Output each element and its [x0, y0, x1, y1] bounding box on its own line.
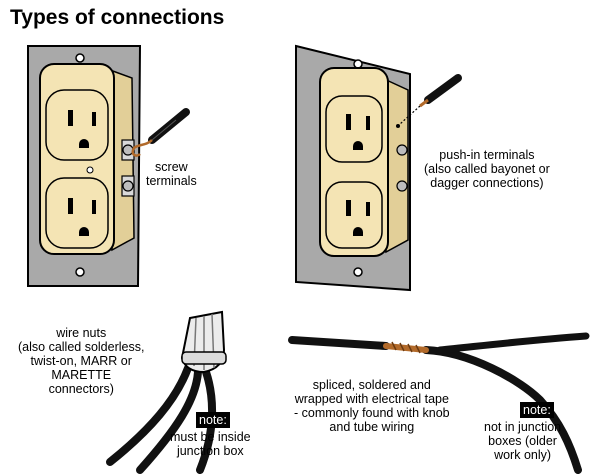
screw-terminal-receptacle [27, 45, 190, 287]
wire-nut-wire-2 [136, 368, 202, 474]
splice-wire-branch [436, 332, 590, 354]
push-in-wire [424, 74, 462, 104]
plate-screw-top-right [353, 59, 363, 69]
wire-nut-wire-1 [106, 364, 192, 466]
plate-screw-bottom-left [75, 267, 85, 277]
wire-nut-connection [106, 310, 227, 474]
plate-screw-bottom-right [353, 267, 363, 277]
wire-nuts-note-badge: note: [196, 412, 230, 428]
wire-nuts-label: wire nuts(also called solderless,twist-o… [18, 326, 145, 396]
splice-wire-left [288, 336, 390, 350]
push-in-terminals-label: push-in terminals(also called bayonet or… [424, 148, 550, 190]
splice-wire-right [422, 346, 582, 474]
push-in-receptacle [295, 44, 462, 292]
spliced-note-badge: note: [520, 402, 554, 418]
terminal-screw-upper [122, 144, 134, 156]
page-title: Types of connections [10, 6, 225, 29]
spliced-connection [288, 332, 590, 474]
plate-screw-top-left [75, 53, 85, 63]
terminal-screw-lower [122, 180, 134, 192]
soldered-joint [383, 343, 429, 353]
